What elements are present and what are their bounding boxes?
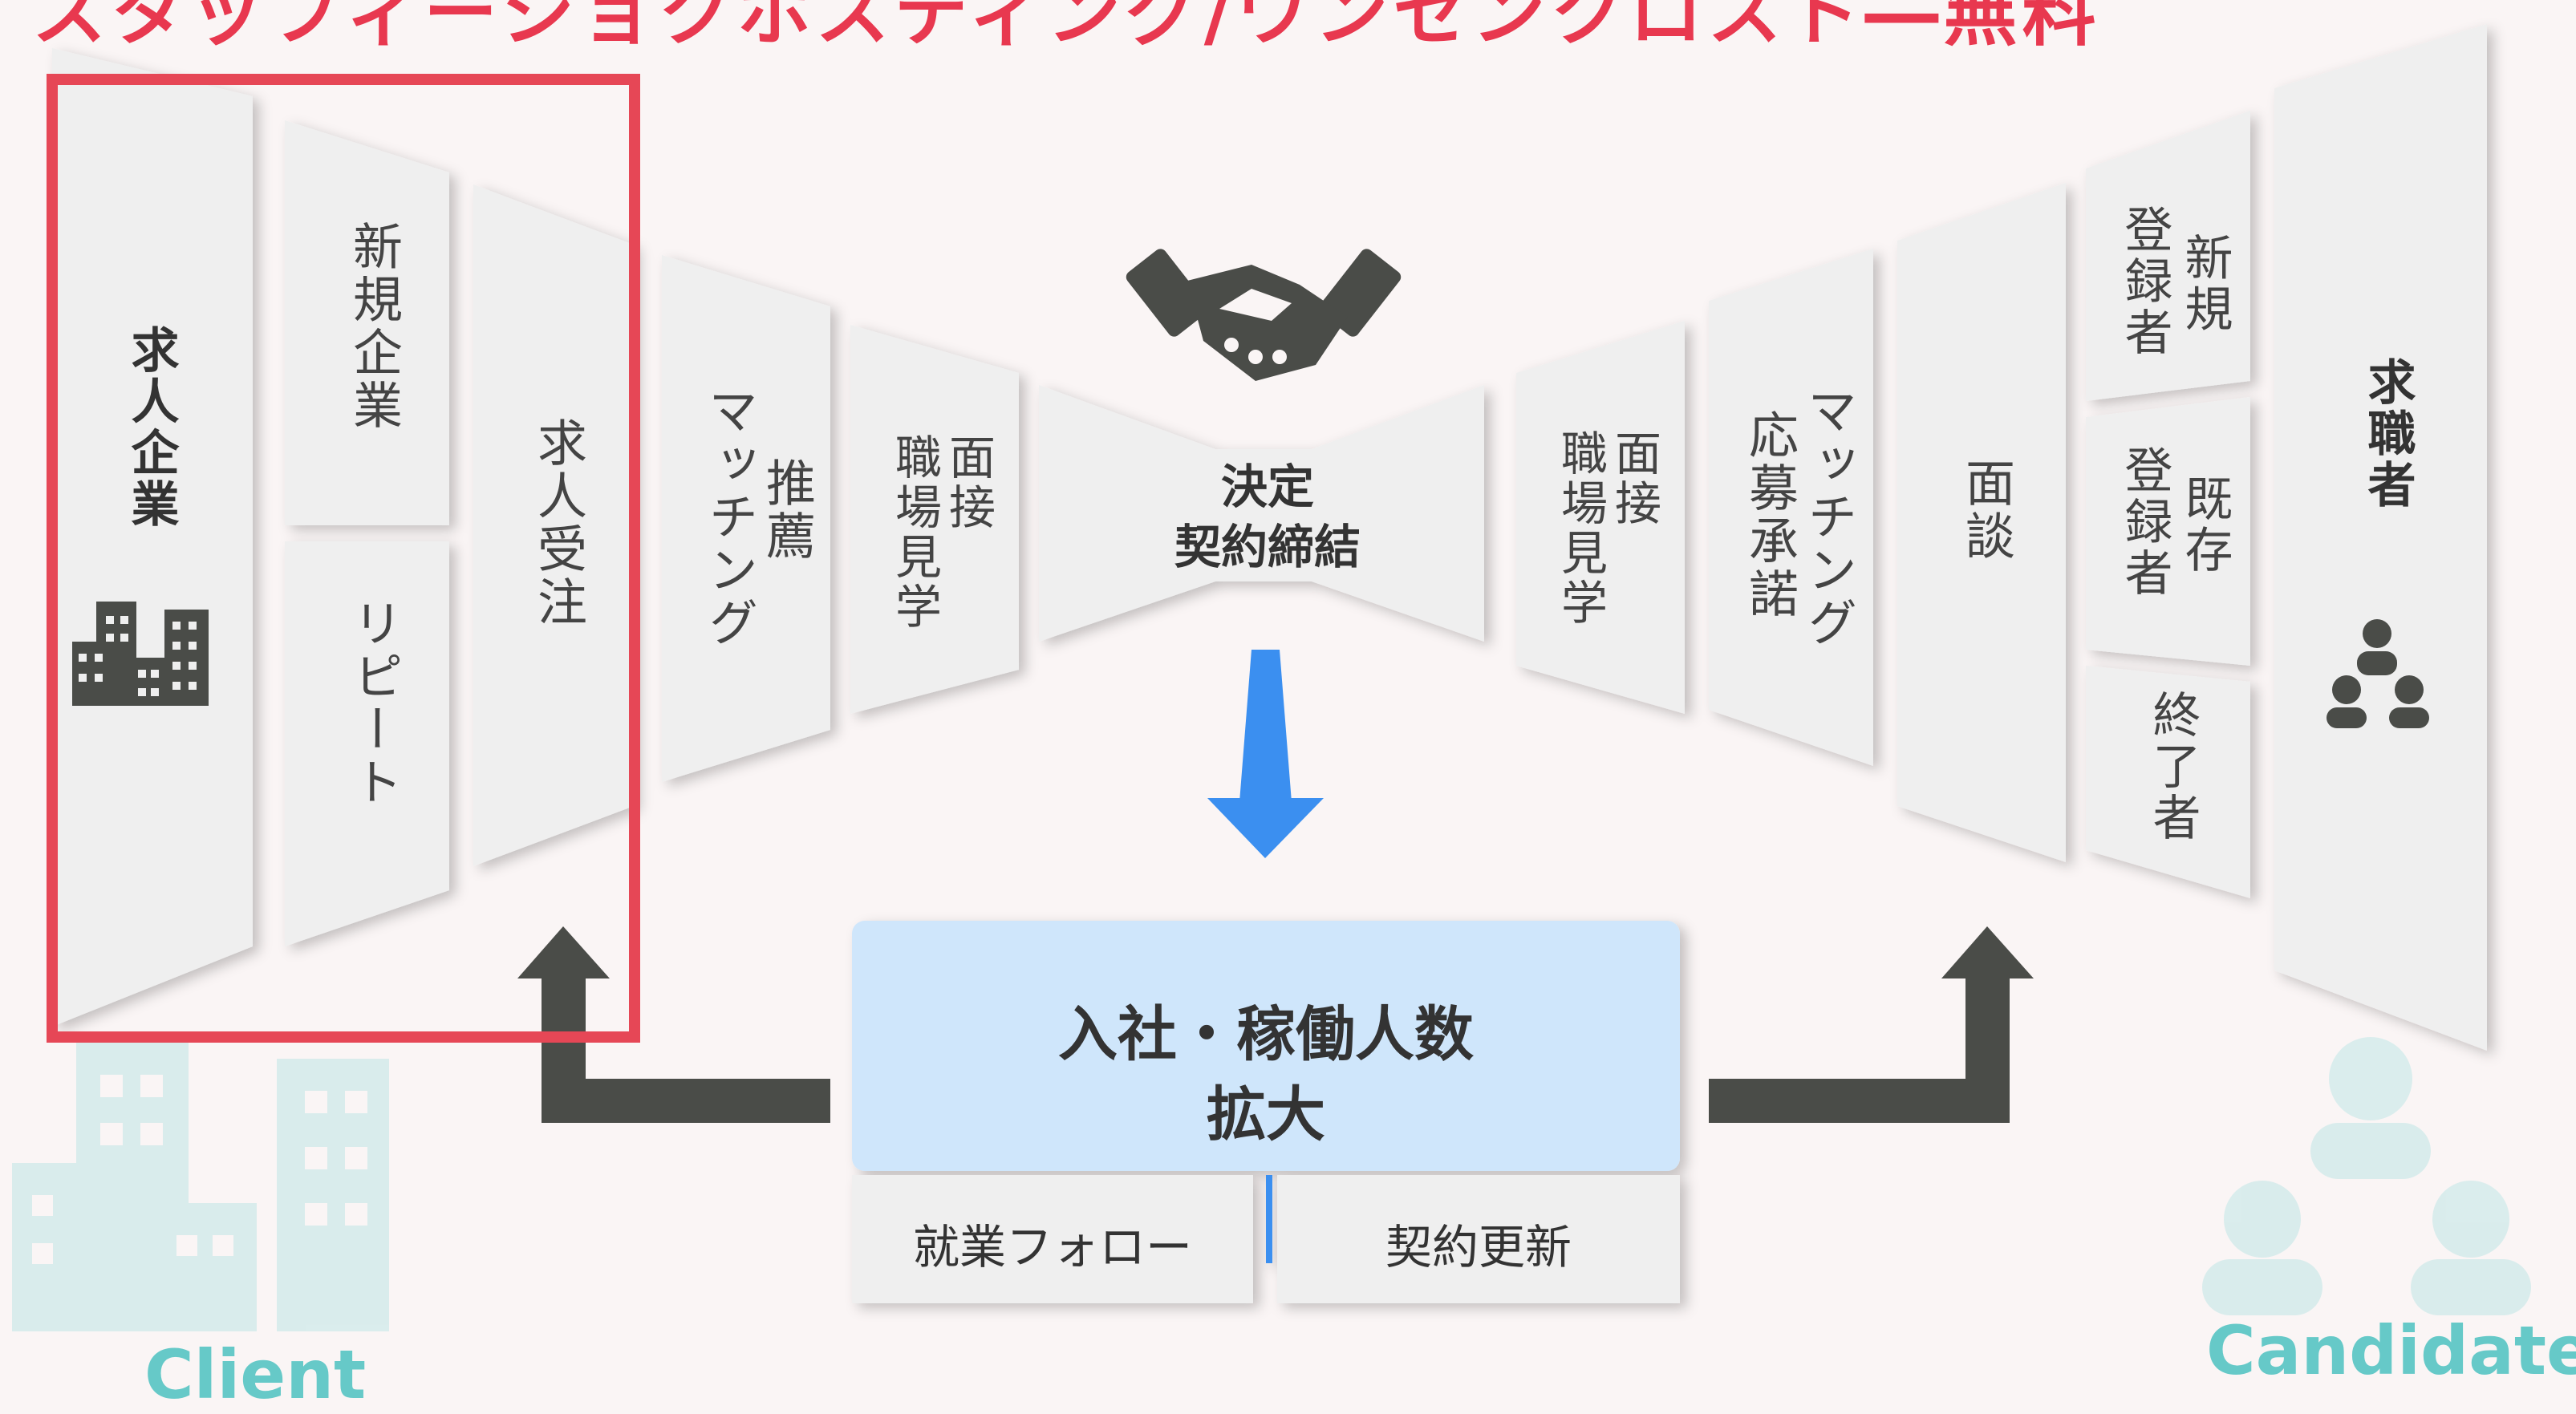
panel-interview-right: [1516, 321, 1685, 714]
apply-accept-label: 応募承諾: [1740, 409, 1799, 621]
panel-client-main: [52, 48, 253, 1027]
candidate-tag: Candidate: [2206, 1311, 2576, 1390]
handshake-icon: [1126, 249, 1402, 381]
existing-reg-label-1: 既存: [2176, 473, 2233, 576]
page-title: スタッフィーショクホスティング/ワンセンクロスト―無料: [32, 0, 2101, 56]
panel-meeting: [1897, 183, 2066, 862]
result-label-1: 入社・稼働人数: [1058, 1000, 1474, 1069]
renewal-box: [1277, 1175, 1680, 1303]
result-label-2: 拡大: [1207, 1080, 1325, 1149]
interview-left-label: 面接: [941, 433, 996, 533]
matching-left-label: マッチング: [700, 385, 758, 650]
interview-right-label: 面接: [1607, 429, 1661, 529]
candidate-people-decoration: [2202, 1037, 2531, 1315]
panel-matching-right: [1709, 249, 1873, 766]
client-highlight-frame: [47, 74, 640, 1043]
renewal-label: 契約更新: [1385, 1220, 1572, 1274]
meeting-label: 面談: [1957, 457, 2015, 563]
panel-recommend: [662, 255, 830, 782]
return-arrow-left: [517, 926, 830, 1123]
panel-new-clients: [285, 120, 449, 525]
matching-right-label: マッチング: [1799, 385, 1857, 650]
follow-label: 就業フォロー: [912, 1220, 1192, 1274]
tour-left-label: 職場見学: [887, 433, 942, 632]
panel-repeat: [285, 541, 449, 946]
existing-reg-label-2: 登録者: [2116, 445, 2172, 599]
panel-new-registrants: [2086, 111, 2250, 401]
panel-decision: [1039, 385, 1484, 642]
result-box: [852, 921, 1680, 1171]
panel-existing-registrants: [2086, 397, 2250, 666]
decision-label: 決定: [1220, 460, 1314, 514]
client-tag: Client: [144, 1335, 367, 1414]
candidate-main-label: 求職者: [2359, 357, 2416, 511]
building-icon: [72, 602, 209, 706]
new-reg-label-1: 新規: [2176, 233, 2233, 335]
new-reg-label-2: 登録者: [2116, 205, 2172, 359]
panel-order: [473, 184, 634, 866]
panel-finished: [2086, 666, 2250, 898]
order-label: 求人受注: [529, 417, 587, 629]
client-building-decoration: [12, 1043, 389, 1331]
tour-right-label: 職場見学: [1553, 429, 1608, 628]
new-clients-label: 新規企業: [344, 221, 403, 432]
contract-label: 契約締結: [1174, 520, 1361, 574]
panel-interview-left: [850, 325, 1019, 714]
down-arrow-icon: [1207, 650, 1324, 858]
recommend-label: 推薦: [757, 457, 816, 563]
finished-label: 終了者: [2144, 690, 2201, 844]
return-arrow-right: [1709, 926, 2034, 1123]
client-main-label: 求人企業: [123, 325, 179, 530]
panel-candidate-main: [2274, 24, 2487, 1051]
repeat-label: リピート: [344, 598, 403, 809]
follow-box: [852, 1175, 1253, 1303]
people-icon: [2327, 619, 2429, 728]
